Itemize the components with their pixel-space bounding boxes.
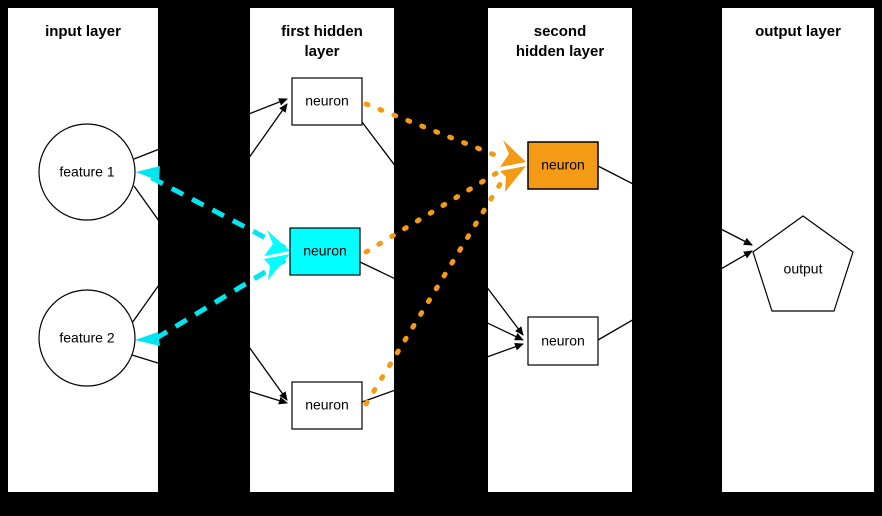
panel-title-first-hidden-layer-line1: first hidden <box>281 23 363 40</box>
hidden2-neuron-bottom-label: neuron <box>541 333 585 349</box>
cyan-arrowhead-feature1 <box>136 166 160 181</box>
node-hidden2-neuron-bottom[interactable]: neuron <box>527 316 599 366</box>
feature-2-circle[interactable] <box>38 289 136 387</box>
feature-2-label: feature 2 <box>59 330 114 346</box>
panel-title-first-hidden-layer-line2: layer <box>304 43 339 60</box>
edge-hidden1-bottom-to-hidden2-bottom <box>361 343 524 403</box>
orange-arrowhead-upper <box>500 140 526 167</box>
node-output[interactable]: output <box>752 215 854 312</box>
panel-title-second-hidden-layer-line1: second <box>534 23 587 40</box>
panel-title-input-layer: input layer <box>45 23 121 40</box>
feature-1-label: feature 1 <box>59 164 114 180</box>
edge-highlight-hidden1-mid-to-feature2 <box>148 257 287 345</box>
node-hidden1-neuron-middle[interactable]: neuron <box>289 227 361 276</box>
hidden2-neuron-bottom-box[interactable] <box>527 316 599 366</box>
node-feature-1[interactable]: feature 1 <box>38 123 136 221</box>
edge-feature1-to-hidden1-top <box>133 98 288 160</box>
edge-hidden1-mid-to-hidden2-bottom <box>359 261 524 341</box>
node-feature-2[interactable]: feature 2 <box>38 289 136 387</box>
hidden1-neuron-middle-label: neuron <box>303 243 347 259</box>
hidden2-neuron-top-label: neuron <box>541 157 585 173</box>
edge-feature1-to-hidden1-bottom <box>133 185 288 401</box>
panel-title-output-layer: output layer <box>755 23 841 40</box>
edge-feature2-to-hidden1-bottom <box>131 354 288 405</box>
hidden1-neuron-bottom-box[interactable] <box>291 381 363 430</box>
node-hidden1-neuron-bottom[interactable]: neuron <box>291 381 363 430</box>
edge-highlight-hidden1-bottom-to-hidden2-top <box>363 173 508 407</box>
hidden1-neuron-top-label: neuron <box>305 93 349 109</box>
node-hidden2-neuron-top[interactable]: neuron <box>527 141 599 190</box>
cyan-arrowhead-hidden1-mid <box>264 230 290 280</box>
output-pentagon[interactable] <box>752 215 854 312</box>
panel-title-second-hidden-layer-line2: hidden layer <box>516 43 605 60</box>
layer-panels <box>8 8 874 492</box>
edge-highlight-hidden1-top-to-hidden2-top <box>363 101 508 162</box>
edge-feature2-to-hidden1-top <box>131 103 288 324</box>
hidden1-neuron-bottom-label: neuron <box>305 397 349 413</box>
orange-arrowhead-lower <box>500 166 526 192</box>
hidden1-neuron-top-box[interactable] <box>291 77 363 126</box>
panel-titles: input layer first hidden layer second hi… <box>45 23 841 60</box>
edge-hidden2-bottom-to-output <box>597 250 753 341</box>
hidden2-neuron-top-box[interactable] <box>527 141 599 190</box>
feature-1-circle[interactable] <box>38 123 136 221</box>
cyan-arrowhead-feature2 <box>135 332 160 346</box>
hidden1-neuron-middle-box[interactable] <box>289 227 361 276</box>
orange-highlight-edges <box>363 101 526 407</box>
edge-highlight-hidden1-mid-to-feature1 <box>148 174 287 251</box>
output-label: output <box>784 261 823 277</box>
nodes: feature 1 feature 2 neuron neuron neuron <box>38 77 854 430</box>
edge-highlight-hidden1-mid-to-hidden2-top <box>363 165 508 255</box>
edge-hidden1-top-to-hidden2-bottom <box>361 121 524 336</box>
node-hidden1-neuron-top[interactable]: neuron <box>291 77 363 126</box>
panel-input-layer <box>8 8 158 492</box>
edge-hidden2-top-to-output <box>597 165 753 246</box>
plain-edges <box>131 98 753 405</box>
panel-second-hidden-layer <box>488 8 632 492</box>
cyan-highlight-edges <box>135 166 290 346</box>
